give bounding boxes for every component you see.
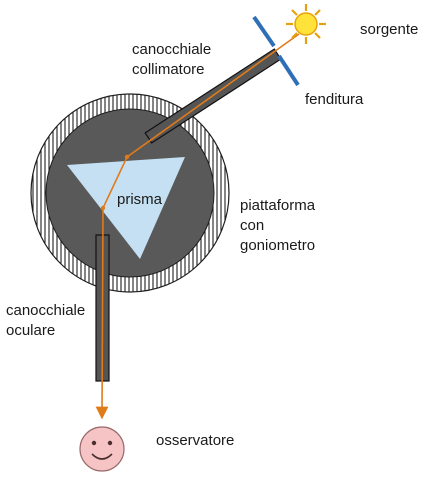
label-collimator-line2: collimatore bbox=[132, 61, 205, 78]
label-source: sorgente bbox=[360, 21, 419, 38]
label-prism: prisma bbox=[117, 191, 163, 208]
label-collimator: canocchiale collimatore bbox=[132, 40, 211, 80]
slit-upper bbox=[252, 15, 276, 48]
label-platform-line3: goniometro bbox=[240, 237, 316, 254]
label-collimator-line1: canocchiale bbox=[132, 41, 212, 58]
label-platform: piattaforma con goniometro bbox=[240, 196, 315, 256]
light-ray bbox=[95, 33, 300, 420]
label-eyepiece-line2: oculare bbox=[6, 322, 56, 339]
label-slit: fenditura bbox=[305, 91, 364, 108]
prism-triangle bbox=[67, 157, 185, 259]
ray-exit-point bbox=[100, 205, 106, 211]
ray-entry-point bbox=[124, 154, 130, 160]
smiley-face-icon bbox=[79, 426, 125, 472]
label-platform-line2: con bbox=[240, 217, 265, 234]
label-eyepiece: canocchiale oculare bbox=[6, 301, 85, 341]
sun-icon bbox=[286, 4, 326, 44]
label-platform-line1: piattaforma bbox=[240, 197, 316, 214]
slit-lower bbox=[277, 54, 300, 87]
label-observer: osservatore bbox=[156, 432, 235, 449]
label-eyepiece-line1: canocchiale bbox=[6, 302, 86, 319]
